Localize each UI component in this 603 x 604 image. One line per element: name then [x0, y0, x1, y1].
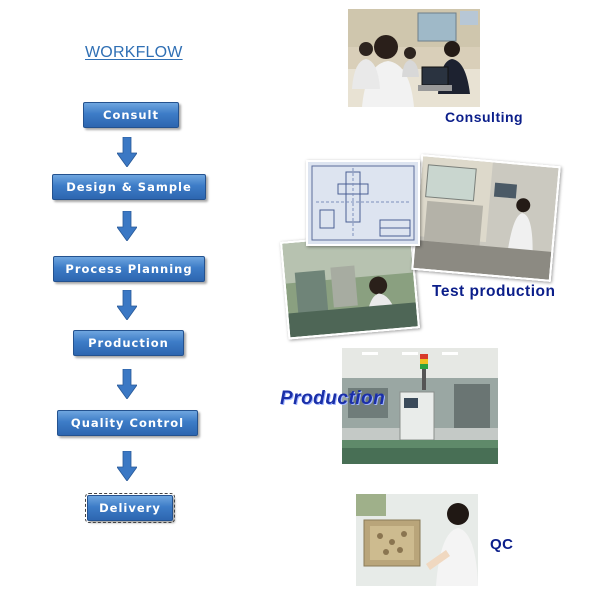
down-arrow-icon: [117, 369, 137, 399]
consulting-photo: [348, 9, 480, 107]
qc-caption: QC: [490, 536, 514, 553]
step-process-planning: Process Planning: [53, 256, 205, 282]
blueprint-photo: [306, 160, 420, 246]
consulting-caption: Consulting: [445, 109, 524, 125]
step-consult: Consult: [83, 102, 179, 128]
test-production-photo-left: [279, 230, 421, 340]
step-design-sample: Design & Sample: [52, 174, 206, 200]
workflow-title: WORKFLOW: [85, 44, 183, 61]
step-production: Production: [73, 330, 184, 356]
production-photo: [342, 348, 498, 464]
down-arrow-icon: [117, 451, 137, 481]
qc-photo: [356, 494, 478, 586]
step-delivery: Delivery: [85, 493, 175, 523]
step-quality-control: Quality Control: [57, 410, 198, 436]
down-arrow-icon: [117, 211, 137, 241]
down-arrow-icon: [117, 137, 137, 167]
down-arrow-icon: [117, 290, 137, 320]
production-caption: Production: [280, 388, 386, 409]
test-production-caption: Test production: [432, 283, 556, 300]
test-production-photo-right: [411, 154, 561, 282]
